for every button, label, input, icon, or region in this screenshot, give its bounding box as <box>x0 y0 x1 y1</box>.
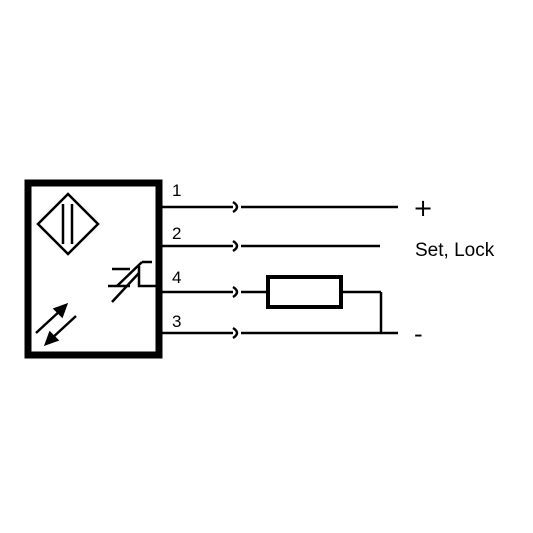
wire-2 <box>159 239 380 253</box>
pin-number-4: 4 <box>172 268 181 287</box>
connector-icon <box>232 239 239 253</box>
wire-3 <box>159 326 398 340</box>
pin-number-3: 3 <box>172 312 181 331</box>
light-arrows-icon <box>35 302 77 347</box>
connector-icon <box>232 285 239 299</box>
wire-4 <box>159 285 383 333</box>
terminal-label-minus: - <box>414 320 423 348</box>
proximity-sensor-symbol-icon <box>36 192 100 256</box>
wire-1 <box>159 200 398 214</box>
sensor-housing <box>24 179 163 359</box>
pin-number-1: 1 <box>172 181 181 200</box>
terminal-label-set-lock: Set, Lock <box>415 240 495 261</box>
resistor-load-icon <box>266 275 343 309</box>
connector-icon <box>232 326 239 340</box>
pin-number-2: 2 <box>172 224 181 243</box>
terminal-label-plus: + <box>413 194 433 222</box>
changeover-switch-icon <box>108 260 157 303</box>
connector-icon <box>232 200 239 214</box>
